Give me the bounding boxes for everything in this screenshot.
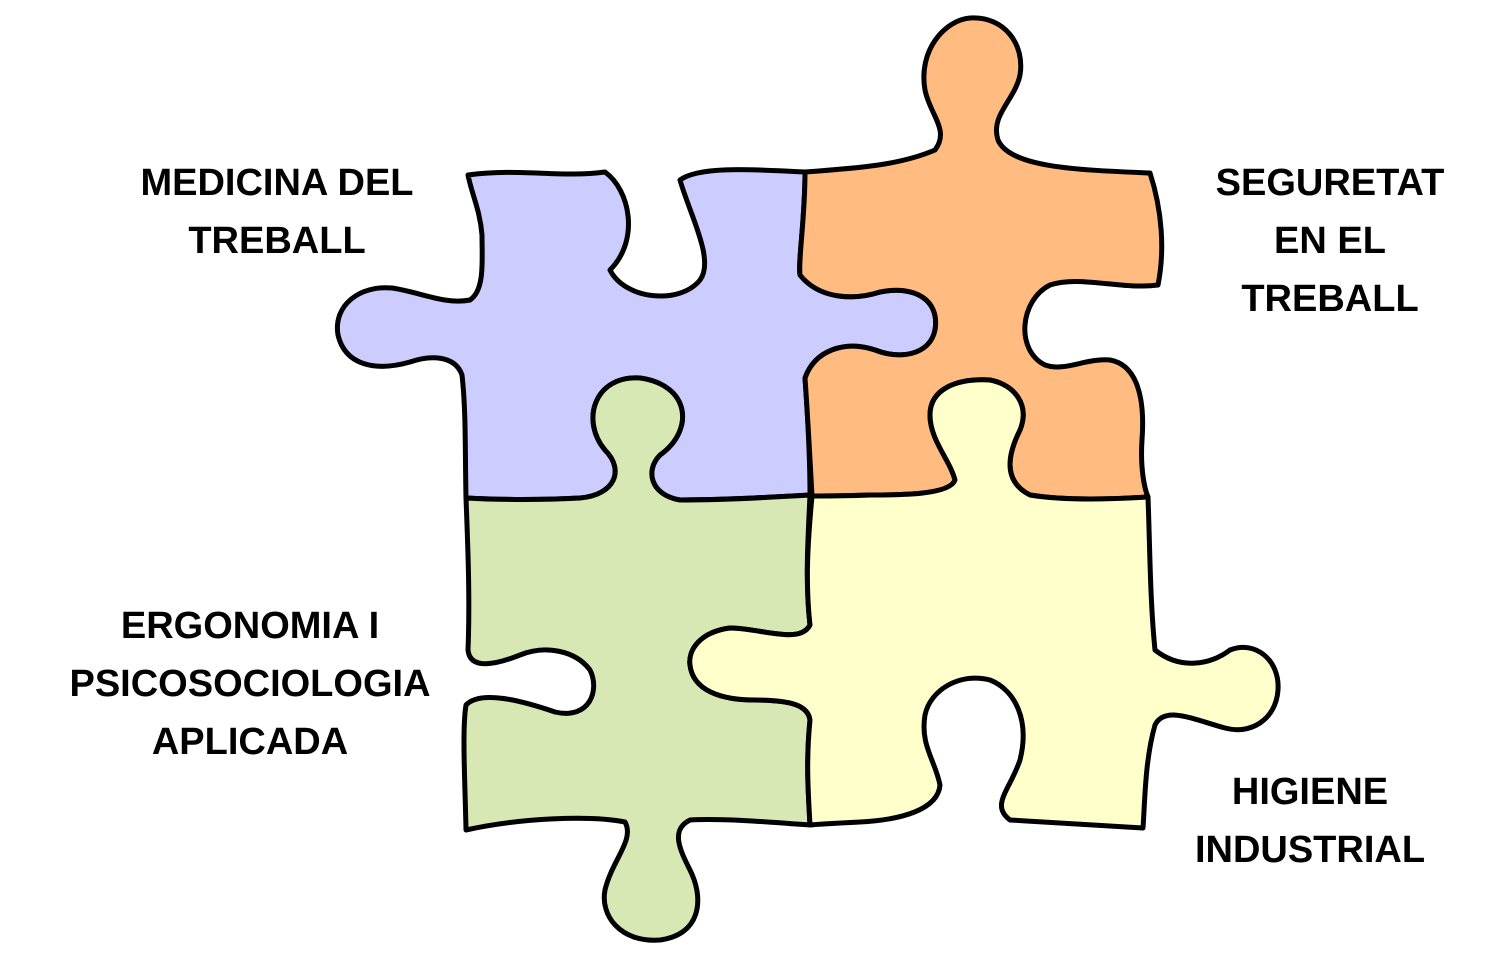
label-ergonomia-line-2: PSICOSOCIOLOGIA — [69, 663, 431, 705]
label-medicina: MEDICINA DEL TREBALL — [102, 154, 452, 270]
label-higiene: HIGIENE INDUSTRIAL — [1160, 763, 1460, 879]
label-medicina-line-2: TREBALL — [188, 220, 366, 262]
label-seguretat-line-3: TREBALL — [1241, 278, 1419, 320]
label-ergonomia-line-3: APLICADA — [151, 721, 349, 763]
label-ergonomia-line-1: ERGONOMIA I — [120, 605, 380, 647]
puzzle-piece-higiene — [687, 377, 1281, 831]
label-higiene-line-1: HIGIENE — [1231, 771, 1389, 813]
label-seguretat-line-2: EN EL — [1274, 220, 1386, 262]
label-higiene-line-2: INDUSTRIAL — [1194, 829, 1426, 871]
label-seguretat-line-1: SEGURETAT — [1215, 162, 1445, 204]
label-seguretat: SEGURETAT EN EL TREBALL — [1180, 154, 1480, 328]
label-medicina-line-1: MEDICINA DEL — [140, 162, 414, 204]
label-ergonomia: ERGONOMIA I PSICOSOCIOLOGIA APLICADA — [10, 597, 490, 771]
